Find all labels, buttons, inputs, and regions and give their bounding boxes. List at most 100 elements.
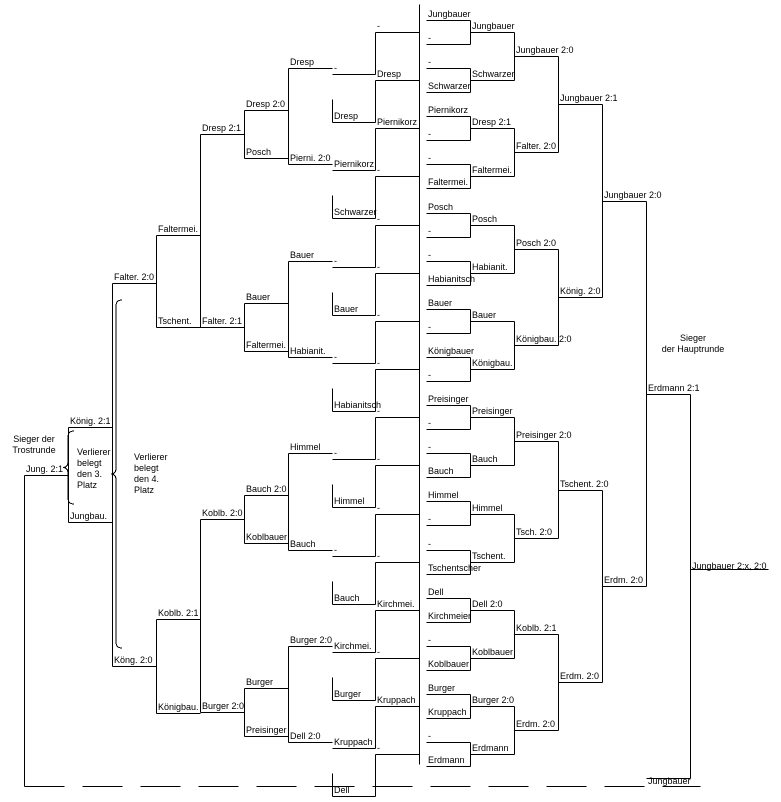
- consolation-player: -: [377, 358, 380, 368]
- round4-player: Erdm. 2:0: [560, 671, 599, 681]
- round1-player: Königbauer: [428, 346, 474, 356]
- round1-player: Burger: [428, 683, 455, 693]
- consolation-player: Bauer: [334, 304, 358, 314]
- consolation-player: Preisinger: [246, 725, 287, 735]
- round1-player: Dell: [428, 587, 444, 597]
- round1-player: -: [428, 539, 431, 549]
- consolation-player: Piernikorz: [334, 159, 375, 169]
- consolation-winner: Jung. 2:1: [26, 464, 63, 474]
- round1-player: -: [428, 226, 431, 236]
- consolation-player: Piernikorz: [377, 117, 418, 127]
- note-fourth-place: den 4.: [134, 474, 159, 484]
- consolation-player: Falter. 2:0: [114, 272, 154, 282]
- note-third-place: belegt: [77, 458, 102, 468]
- note-main-winner: der Hauptrunde: [662, 344, 725, 354]
- consolation-player: -: [377, 262, 380, 272]
- consolation-player: Koblbauer: [246, 532, 287, 542]
- round2-player: Koblbauer: [472, 647, 513, 657]
- consolation-player: Habianitsch: [334, 400, 381, 410]
- note-third-place: Platz: [77, 480, 98, 490]
- final-opponent-label: Jungbauer: [648, 776, 691, 786]
- round2-player: Himmel: [472, 503, 503, 513]
- round3-player: Koblb. 2:1: [516, 623, 557, 633]
- consolation-player: Koblb. 2:0: [202, 508, 243, 518]
- consolation-player: -: [334, 352, 337, 362]
- round1-player: -: [428, 153, 431, 163]
- round1-player: -: [428, 322, 431, 332]
- consolation-player: Posch: [246, 147, 271, 157]
- round2-player: Faltermei.: [472, 165, 512, 175]
- consolation-player: Habianit.: [290, 346, 326, 356]
- round2-player: Tschent.: [472, 551, 506, 561]
- consolation-player: -: [377, 551, 380, 561]
- consolation-player: -: [377, 647, 380, 657]
- consolation-player: Dresp: [377, 69, 401, 79]
- round2-player: Burger 2:0: [472, 695, 514, 705]
- consolation-player: Bauch: [334, 593, 360, 603]
- round5-player: Erdm. 2:0: [604, 575, 643, 585]
- round3-player: Erdm. 2:0: [516, 719, 555, 729]
- round1-player: Schwarzer: [428, 81, 471, 91]
- consolation-player: Faltermei.: [246, 340, 286, 350]
- consolation-player: -: [377, 165, 380, 175]
- consolation-player: Dresp 2:0: [246, 99, 285, 109]
- consolation-player: Dresp 2:1: [202, 123, 241, 133]
- consolation-player: Burger: [246, 677, 273, 687]
- round3-player: Falter. 2:0: [516, 141, 556, 151]
- round1-player: Koblbauer: [428, 659, 469, 669]
- consolation-player: Bauch: [290, 539, 316, 549]
- round2-player: Bauer: [472, 310, 496, 320]
- consolation-player: -: [377, 406, 380, 416]
- round1-player: Tschentscher: [428, 563, 481, 573]
- consolation-player: Schwarzer: [334, 207, 377, 217]
- consolation-player: Tschent.: [158, 316, 192, 326]
- main-round-winner: Erdmann 2:1: [648, 383, 700, 393]
- round2-player: Jungbauer: [472, 21, 515, 31]
- note-third-place: Verlierer: [77, 447, 111, 457]
- consolation-player: Kruppach: [334, 737, 373, 747]
- consolation-player: Burger: [334, 689, 361, 699]
- round1-player: -: [428, 514, 431, 524]
- round3-player: Jungbauer 2:0: [516, 45, 574, 55]
- consolation-player: -: [334, 63, 337, 73]
- round1-player: Erdmann: [428, 755, 465, 765]
- consolation-player: -: [334, 256, 337, 266]
- consolation-player: -: [334, 545, 337, 555]
- round1-player: -: [428, 129, 431, 139]
- round3-player: Preisinger 2:0: [516, 430, 572, 440]
- round1-player: Bauer: [428, 298, 452, 308]
- consolation-player: Burger 2:0: [290, 635, 332, 645]
- round1-player: -: [428, 635, 431, 645]
- consolation-player: -: [377, 310, 380, 320]
- consolation-player: -: [377, 21, 380, 31]
- consolation-player: Falter. 2:1: [202, 316, 242, 326]
- consolation-player: Kirchmei.: [334, 641, 372, 651]
- round2-player: Dell 2:0: [472, 599, 503, 609]
- consolation-player: Jungbau.: [70, 511, 107, 521]
- round2-player: Habianit.: [472, 262, 508, 272]
- round1-player: -: [428, 370, 431, 380]
- note-consolation-winner: Sieger der: [13, 434, 55, 444]
- consolation-player: Königbau.: [158, 702, 199, 712]
- consolation-player: Burger 2:0: [202, 701, 244, 711]
- round1-player: Bauch: [428, 466, 454, 476]
- consolation-player: Koblb. 2:1: [158, 608, 199, 618]
- round3-player: Posch 2:0: [516, 238, 556, 248]
- brace-4th-place: [110, 299, 123, 649]
- consolation-player: -: [377, 454, 380, 464]
- round1-player: -: [428, 57, 431, 67]
- round1-player: Himmel: [428, 490, 459, 500]
- round2-player: Erdmann: [472, 743, 509, 753]
- round2-player: Preisinger: [472, 406, 513, 416]
- round1-player: -: [428, 33, 431, 43]
- round3-player: Königbau. 2:0: [516, 334, 572, 344]
- round2-player: Königbau.: [472, 358, 513, 368]
- consolation-player: -: [334, 448, 337, 458]
- note-fourth-place: Verlierer: [134, 452, 168, 462]
- round1-player: Kirchmeier: [428, 611, 471, 621]
- consolation-player: Dell 2:0: [290, 731, 321, 741]
- consolation-player: Faltermei.: [158, 224, 198, 234]
- note-consolation-winner: Trostrunde: [12, 445, 55, 455]
- round5-player: Jungbauer 2:0: [604, 190, 662, 200]
- round1-player: Piernikorz: [428, 105, 469, 115]
